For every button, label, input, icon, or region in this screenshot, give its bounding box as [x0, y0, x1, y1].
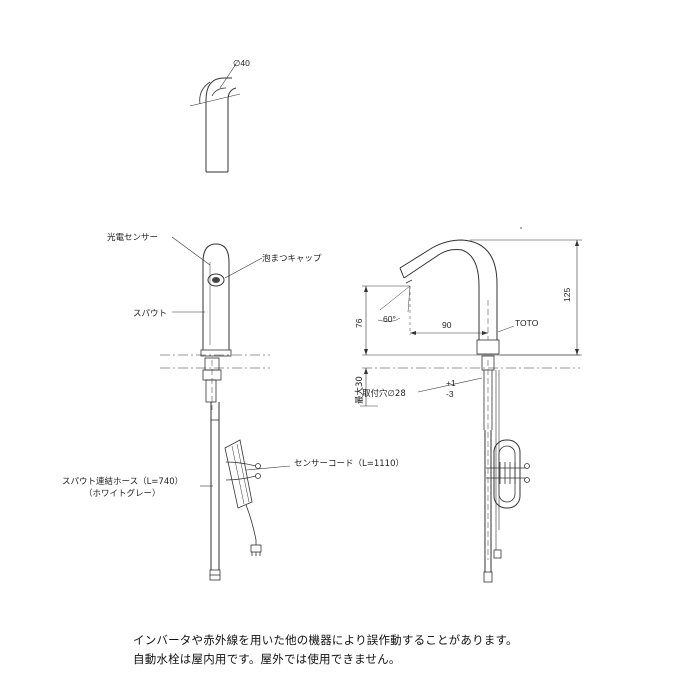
dimension-reach: 90 [442, 320, 452, 330]
max-thickness-label: 最大30 [354, 376, 365, 404]
side-view-labels: 125 76 90 60° TOTO 最大30 取付穴∅28 +1 -3 [354, 288, 572, 404]
dimension-spout-height: 76 [354, 318, 364, 328]
top-diameter-label: ∅40 [233, 58, 250, 68]
warning-note-malfunction: インバータや赤外線を用いた他の機器により誤作動することがあります。 [133, 633, 518, 647]
front-view [160, 243, 270, 581]
side-view [360, 227, 582, 583]
aerator-cap-label: 泡まつキャップ [262, 253, 322, 264]
spout-hose-label: スパウト連結ホース（L=740） [62, 476, 183, 487]
top-view: ∅40 [189, 58, 250, 173]
brand-label: TOTO [515, 318, 539, 328]
dimension-height: 125 [562, 288, 572, 302]
sensor-label: 光電センサー [107, 232, 158, 243]
warning-note-indoor-use: 自動水栓は屋内用です。屋外では使用できません。 [133, 652, 401, 666]
mount-hole-tolerance-minus: -3 [446, 389, 454, 399]
dimension-angle: 60° [383, 314, 396, 324]
front-view-labels: 光電センサー 泡まつキャップ スパウト スパウト連結ホース（L=740） （ホワ… [62, 232, 404, 499]
hose-color-label: （ホワイトグレー） [84, 488, 161, 499]
sensor-cord-label: センサーコード（L=1110） [294, 458, 404, 469]
mount-hole-label: 取付穴∅28 [362, 388, 406, 399]
mount-hole-tolerance-plus: +1 [446, 378, 456, 388]
spout-label: スパウト [133, 309, 167, 319]
